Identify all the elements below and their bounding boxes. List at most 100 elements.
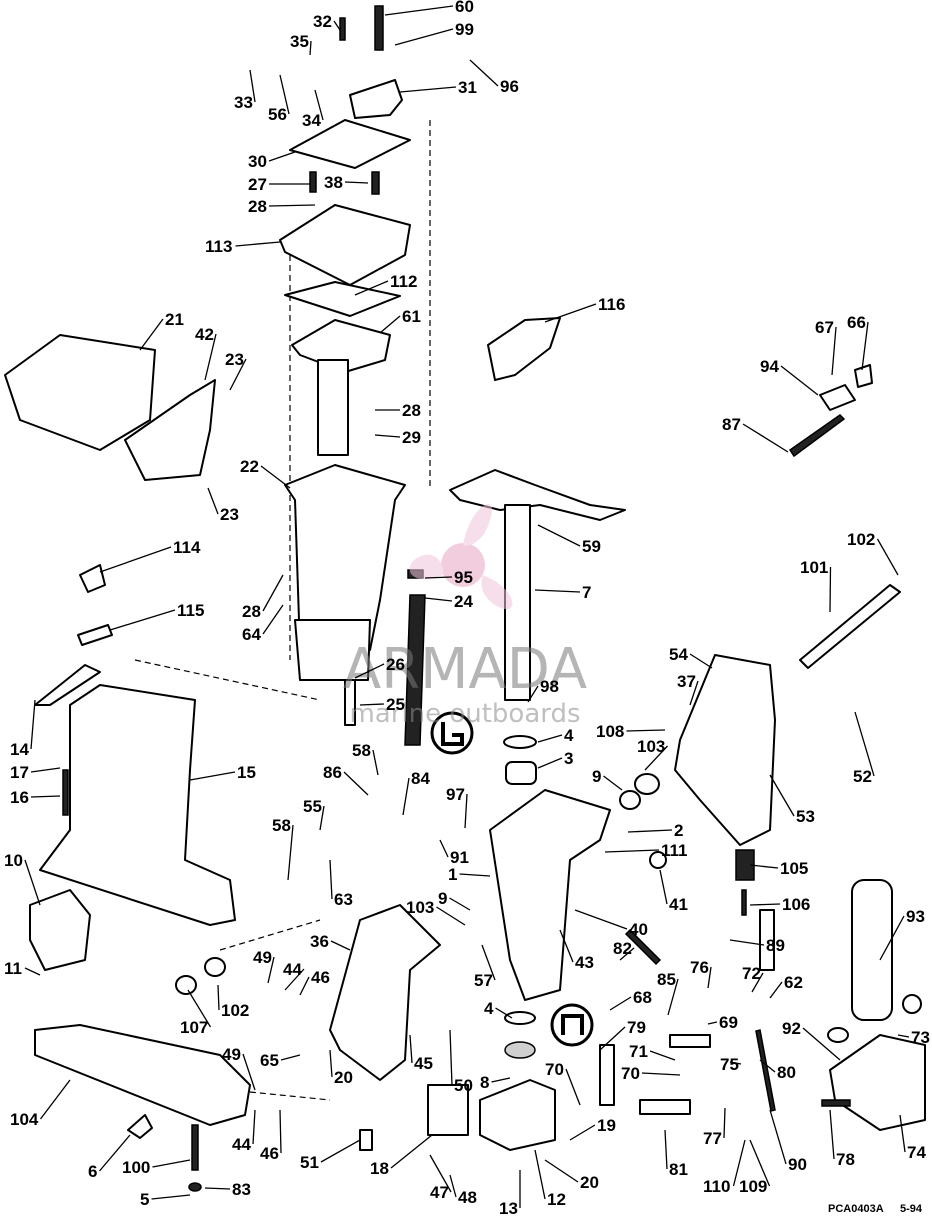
leader-line-100 <box>152 1159 191 1168</box>
leader-line-20 <box>544 1159 579 1183</box>
leader-line-68 <box>609 996 632 1011</box>
leader-line-58 <box>287 824 294 881</box>
leader-line-73 <box>897 1034 910 1038</box>
leader-line-90 <box>769 1109 787 1165</box>
callout-81: 81 <box>669 1160 688 1179</box>
leader-line-4 <box>537 734 563 743</box>
callout-100: 100 <box>122 1158 150 1177</box>
callout-79: 79 <box>627 1018 646 1037</box>
leader-line-4 <box>495 1007 513 1019</box>
callout-43: 43 <box>575 953 594 972</box>
leader-line-55 <box>319 805 325 831</box>
drawing-date: 5-94 <box>900 1203 923 1215</box>
callout-3: 3 <box>564 749 573 768</box>
callout-75: 75 <box>720 1055 739 1074</box>
leader-line-89 <box>729 939 765 946</box>
watermark-tagline: marine outboards <box>349 699 580 729</box>
leader-line-47 <box>429 1154 452 1193</box>
leader-line-83 <box>204 1187 231 1190</box>
leader-line-78 <box>829 1109 835 1160</box>
callout-76: 76 <box>690 958 709 977</box>
leader-line-70 <box>641 1072 681 1076</box>
callout-101: 101 <box>800 558 828 577</box>
callout-49: 49 <box>253 948 272 967</box>
leader-line-18 <box>390 1134 433 1169</box>
leader-line-108 <box>626 729 666 732</box>
callout-7: 7 <box>582 583 591 602</box>
callout-11: 11 <box>4 959 22 978</box>
leader-line-85 <box>667 978 679 1016</box>
callout-33: 33 <box>234 93 253 112</box>
callout-58: 58 <box>352 741 371 760</box>
leader-line-57 <box>481 944 496 981</box>
leader-line-24 <box>424 597 453 602</box>
callout-57: 57 <box>474 971 493 990</box>
leader-line-23 <box>229 358 247 391</box>
leader-line-34 <box>314 89 324 121</box>
callout-99: 99 <box>455 20 474 39</box>
callout-18: 18 <box>370 1159 389 1178</box>
callout-49: 49 <box>222 1045 241 1064</box>
callout-45: 45 <box>414 1054 433 1073</box>
leader-line-97 <box>464 793 468 829</box>
callout-20: 20 <box>580 1173 599 1192</box>
leader-line-102 <box>217 984 220 1011</box>
leader-line-53 <box>769 774 795 817</box>
callout-87: 87 <box>722 415 741 434</box>
leader-line-105 <box>749 864 779 869</box>
callout-5: 5 <box>140 1190 149 1209</box>
leader-line-28 <box>268 204 316 207</box>
leader-line-103 <box>436 906 466 926</box>
leader-line-66 <box>861 321 869 371</box>
leader-line-28 <box>262 574 284 612</box>
callout-111: 111 <box>661 841 688 860</box>
leader-line-22 <box>260 465 291 489</box>
callout-71: 71 <box>629 1042 648 1061</box>
callout-59: 59 <box>582 537 601 556</box>
leader-line-31 <box>399 86 457 93</box>
callout-36: 36 <box>310 932 329 951</box>
callout-6: 6 <box>88 1162 97 1181</box>
leader-line-86 <box>343 771 369 796</box>
callout-17: 17 <box>10 763 29 782</box>
leader-line-74 <box>899 1114 906 1153</box>
leader-line-52 <box>854 711 875 777</box>
leader-line-64 <box>262 604 284 635</box>
leader-line-49 <box>242 1053 256 1091</box>
callout-28: 28 <box>242 602 261 621</box>
callout-38: 38 <box>324 173 343 192</box>
callout-90: 90 <box>788 1155 807 1174</box>
callout-70: 70 <box>545 1060 564 1079</box>
leader-line-41 <box>659 869 668 905</box>
callout-40: 40 <box>629 920 648 939</box>
callout-14: 14 <box>10 740 29 759</box>
leader-line-44 <box>284 968 305 991</box>
part-drawings <box>4 5 926 1192</box>
leader-line-99 <box>394 28 454 46</box>
callout-102: 102 <box>847 530 875 549</box>
leader-line-44 <box>252 1109 256 1145</box>
callout-110: 110 <box>703 1177 730 1196</box>
leader-line-32 <box>333 20 341 31</box>
callout-46: 46 <box>311 968 330 987</box>
callout-55: 55 <box>303 797 322 816</box>
callout-19: 19 <box>597 1116 616 1135</box>
callout-34: 34 <box>302 111 321 130</box>
leader-line-60 <box>384 5 454 16</box>
leader-line-51 <box>320 1139 361 1163</box>
leader-line-67 <box>831 326 837 376</box>
lube-symbol <box>430 711 474 755</box>
leader-line-10 <box>24 859 41 906</box>
leader-line-14 <box>30 699 36 750</box>
leader-line-104 <box>39 1079 71 1120</box>
leader-line-16 <box>30 795 61 798</box>
callout-64: 64 <box>242 625 261 644</box>
leader-line-29 <box>374 434 401 438</box>
callout-93: 93 <box>906 907 925 926</box>
leader-line-62 <box>769 981 783 999</box>
watermark-brand: ARMADA <box>343 637 587 702</box>
callout-112: 112 <box>390 272 417 291</box>
callout-29: 29 <box>402 428 421 447</box>
leader-line-37 <box>689 680 699 706</box>
